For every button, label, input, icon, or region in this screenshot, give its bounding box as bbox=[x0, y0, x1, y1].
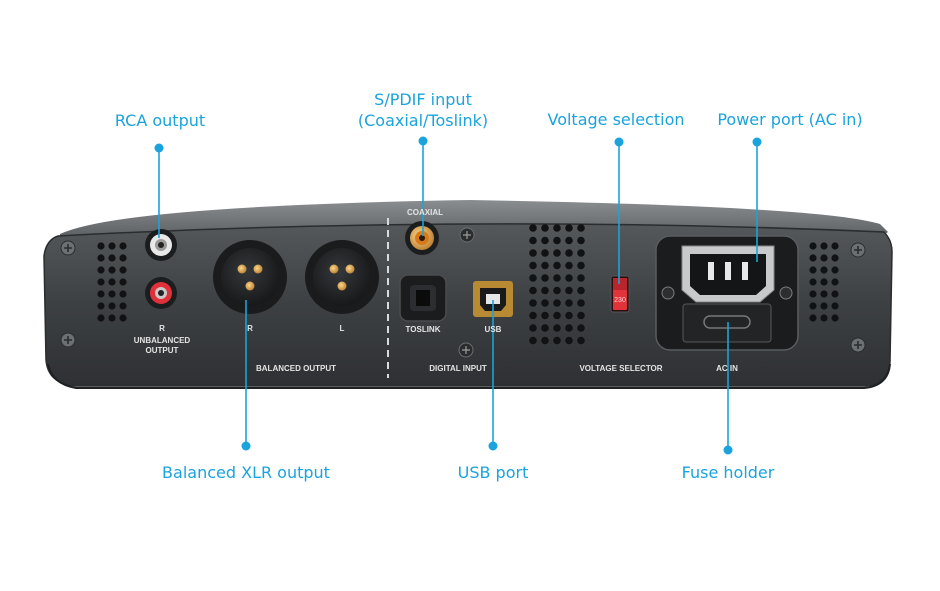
leader-lines bbox=[154, 136, 762, 455]
callout-spdif-line2: (Coaxial/Toslink) bbox=[357, 111, 489, 130]
coaxial-label: COAXIAL bbox=[407, 208, 443, 217]
xlr-connector-icon bbox=[213, 240, 379, 314]
coaxial-jack-icon bbox=[405, 221, 439, 255]
voltage-selector-label: VOLTAGE SELECTOR bbox=[579, 364, 662, 373]
voltage-switch-icon bbox=[610, 275, 630, 313]
callout-power-port: Power port (AC in) bbox=[717, 110, 863, 129]
callout-balanced-xlr: Balanced XLR output bbox=[162, 463, 330, 482]
screw-icon bbox=[60, 240, 866, 353]
usb-label: USB bbox=[485, 325, 502, 334]
rca-r-label: R bbox=[159, 324, 165, 333]
balanced-output-label: BALANCED OUTPUT bbox=[256, 364, 336, 373]
callout-usb-port: USB port bbox=[457, 463, 529, 482]
ac-inlet-icon bbox=[655, 235, 799, 351]
toslink-port-icon bbox=[399, 274, 447, 322]
callout-rca-output: RCA output bbox=[114, 111, 206, 130]
xlr-r-label: R bbox=[247, 324, 253, 333]
mounting-screw-icon bbox=[458, 227, 475, 358]
ac-in-label: AC IN bbox=[716, 364, 738, 373]
callout-fuse-holder: Fuse holder bbox=[681, 463, 775, 482]
switch-value-label: 230 bbox=[614, 297, 626, 304]
unbalanced-label-1: UNBALANCED bbox=[134, 336, 191, 345]
usb-b-port-icon bbox=[473, 281, 513, 317]
callout-spdif-line1: S/PDIF input bbox=[374, 90, 472, 109]
digital-input-label: DIGITAL INPUT bbox=[429, 364, 487, 373]
vent-grille bbox=[97, 224, 839, 345]
xlr-l-label: L bbox=[340, 324, 345, 333]
unbalanced-label-2: OUTPUT bbox=[146, 346, 179, 355]
callout-voltage-selection: Voltage selection bbox=[547, 110, 685, 129]
toslink-label: TOSLINK bbox=[406, 325, 441, 334]
rca-jack-icon bbox=[145, 229, 177, 309]
